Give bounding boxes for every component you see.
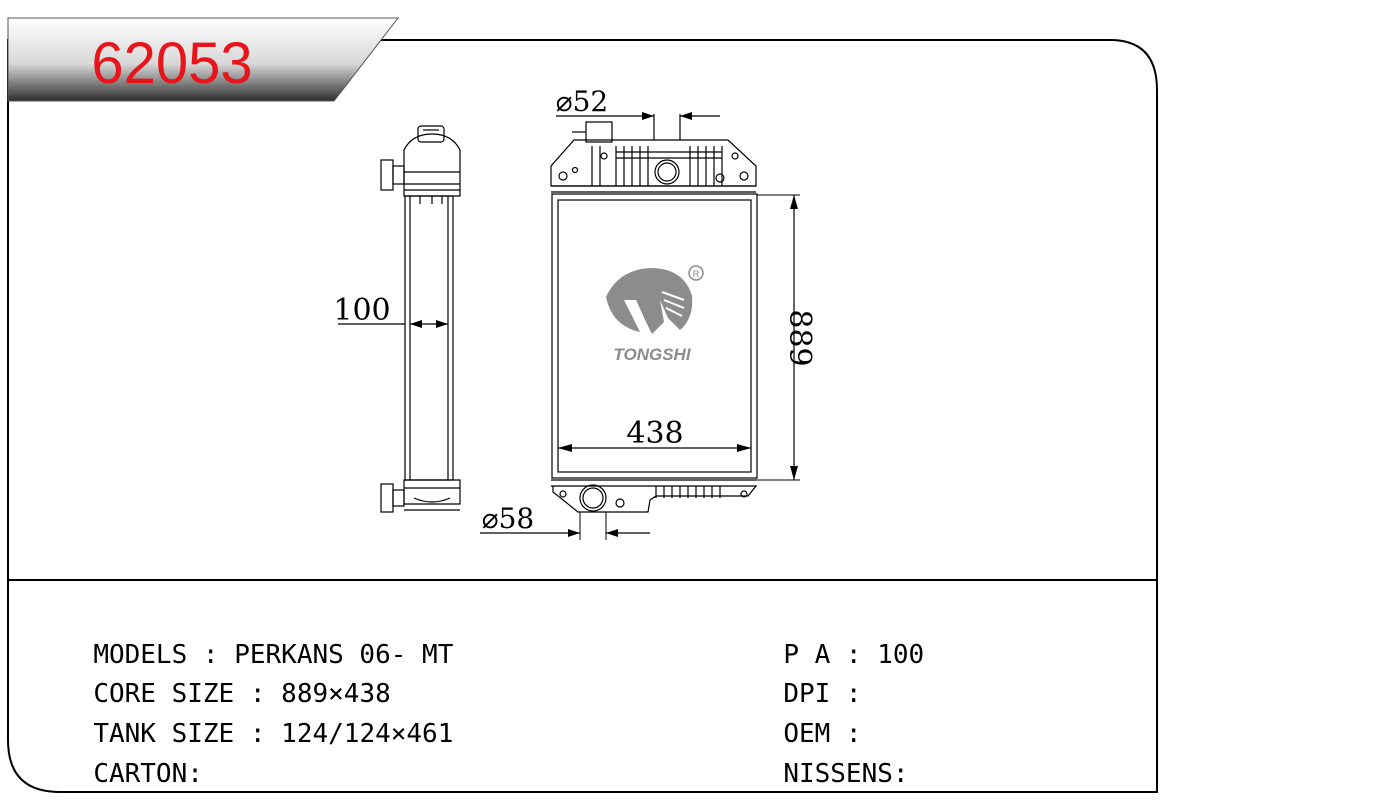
spec-label: P A — [783, 640, 831, 670]
spec-label: MODELS — [93, 640, 188, 670]
logo-brand: TONGSHI — [613, 345, 691, 364]
dimension-core-height: 889 — [757, 194, 817, 481]
spec-value: 124/124×461 — [281, 719, 454, 749]
side-view — [380, 125, 461, 513]
lower-tank-ribs — [655, 486, 721, 498]
core-height-label: 889 — [782, 309, 817, 366]
dimension-top-pipe: ⌀52 — [556, 85, 720, 120]
part-number: 62053 — [91, 31, 252, 96]
spec-row-oem: OEM : — [783, 719, 878, 749]
front-view — [550, 114, 758, 513]
spec-label: DPI — [783, 679, 831, 709]
dimension-core-width: 438 — [558, 416, 751, 452]
core-thickness-label: 100 — [333, 293, 390, 328]
spec-row-pa: P A : 100 — [783, 640, 925, 670]
part-number-tab: 62053 — [7, 17, 400, 102]
spec-label: TANK SIZE — [93, 719, 235, 749]
frame-border — [7, 39, 1158, 793]
dimension-bottom-pipe: ⌀58 — [480, 502, 650, 540]
spec-value: PERKANS 06- MT — [234, 640, 454, 670]
spec-label: CORE SIZE — [93, 679, 235, 709]
bottom-pipe-label: ⌀58 — [482, 502, 535, 535]
spec-label: OEM — [783, 719, 831, 749]
spec-row-dpi: DPI : — [783, 679, 878, 709]
registered-mark — [688, 265, 704, 281]
top-pipe-label: ⌀52 — [556, 85, 609, 118]
spec-label: CARTON: — [93, 759, 203, 789]
spec-value: 889×438 — [281, 679, 391, 709]
core-width-label: 438 — [626, 416, 683, 451]
spec-row-carton: CARTON: — [62, 735, 203, 787]
dimension-core-thickness: 100 — [333, 293, 448, 328]
spec-row-core-size: CORE SIZE : 889×438 — [93, 679, 391, 709]
tongshi-logo: R TONGSHI — [606, 265, 704, 364]
spec-row-models: MODELS : PERKANS 06- MT — [93, 640, 454, 670]
spec-row-tank-size: TANK SIZE : 124/124×461 — [93, 719, 454, 749]
spec-label: NISSENS: — [783, 759, 909, 789]
registered-mark-letter: R — [693, 269, 700, 279]
spec-value: 100 — [877, 640, 925, 670]
upper-tank-ribs — [591, 146, 723, 186]
spec-row-nissens: NISSENS: — [752, 735, 909, 789]
